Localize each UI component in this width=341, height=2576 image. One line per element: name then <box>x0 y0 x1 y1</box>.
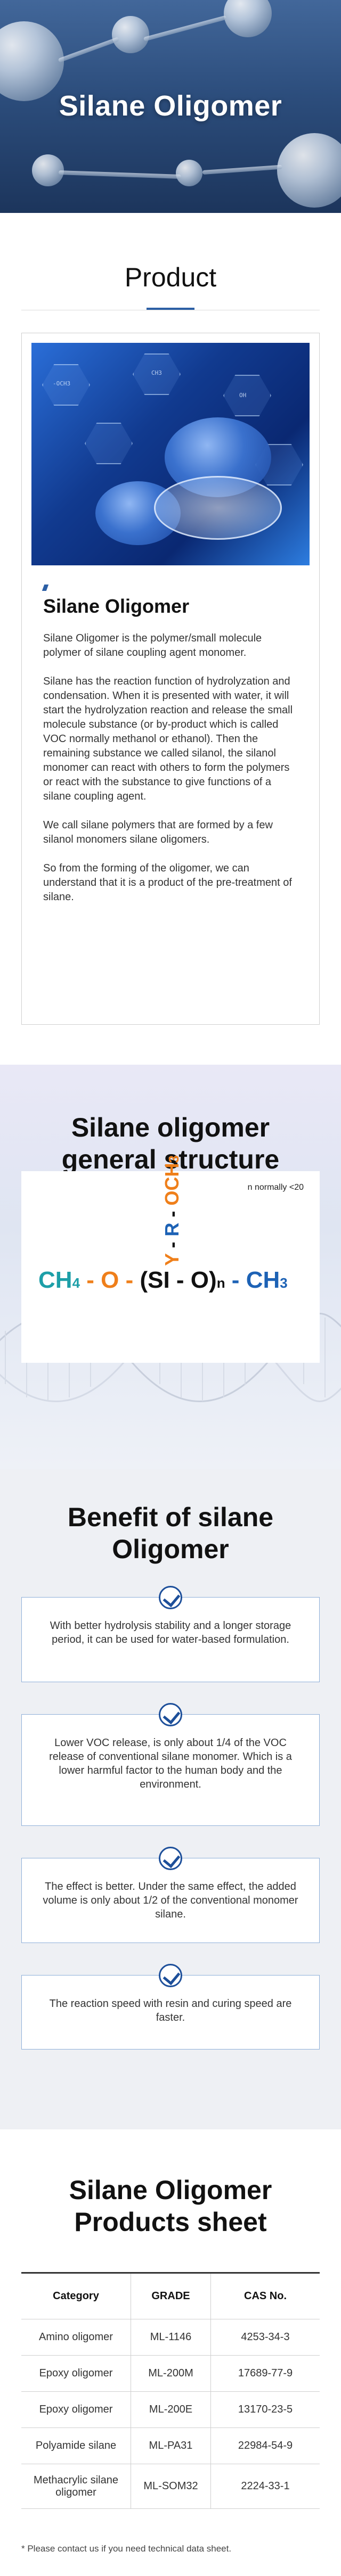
description-paragraph: So from the forming of the oligomer, we … <box>43 862 292 903</box>
cas-cell: 22984-54-9 <box>238 2440 293 2451</box>
category-cell: Epoxy oligomer <box>21 2356 131 2391</box>
formula-ch3: CH <box>246 1267 280 1293</box>
molecule-sphere-decoration <box>32 154 64 186</box>
molecule-sphere-decoration <box>224 0 272 37</box>
check-circle-icon <box>159 1847 182 1870</box>
lab-photo: -OCH3 CH3 OH <box>31 343 310 565</box>
formula-si-group: (SI - O) <box>140 1267 217 1293</box>
image-molecule-label: CH3 <box>151 369 162 376</box>
table-row: Polyamide silane ML-PA31 22984-54-9 <box>21 2428 320 2464</box>
table-row: Epoxy oligomer ML-200M 17689-77-9 <box>21 2356 320 2392</box>
product-description: Silane Oligomer is the polymer/small mol… <box>43 631 299 919</box>
check-circle-icon <box>159 1703 182 1726</box>
molecule-bond-decoration <box>58 170 181 179</box>
benefits-heading: Benefit of silane Oligomer <box>67 1502 274 1564</box>
benefit-text: With better hydrolysis stability and a l… <box>50 1620 291 1645</box>
table-row: Amino oligomer ML-1146 4253-34-3 <box>21 2319 320 2356</box>
structure-heading: Silane oligomer general structure <box>61 1113 280 1174</box>
column-header: GRADE <box>131 2274 211 2319</box>
formula-dash: - <box>80 1267 101 1293</box>
hexagon-decoration <box>223 375 271 416</box>
card-title: Silane Oligomer <box>43 595 190 617</box>
hexagon-decoration <box>133 353 181 395</box>
technical-data-footnote: * Please contact us if you need technica… <box>21 2544 232 2554</box>
benefit-card: The effect is better. Under the same eff… <box>21 1847 320 1943</box>
title-accent-mark <box>42 585 49 591</box>
heading-underline <box>147 308 194 310</box>
formula-dash: - <box>161 1205 183 1223</box>
formula-dash: - <box>119 1267 140 1293</box>
formula-dash: - <box>225 1267 246 1293</box>
hexagon-decoration <box>42 364 90 406</box>
benefits-section: Benefit of silane Oligomer With better h… <box>0 1469 341 2129</box>
category-cell: Amino oligomer <box>21 2319 131 2355</box>
category-cell: Polyamide silane <box>21 2428 131 2464</box>
structure-section: Silane oligomer general structure n norm… <box>0 1065 341 1469</box>
benefit-card: The reaction speed with resin and curing… <box>21 1964 320 2050</box>
grade-cell: ML-SOM32 <box>131 2464 211 2508</box>
benefit-card: Lower VOC release, is only about 1/4 of … <box>21 1703 320 1826</box>
formula-r: R <box>161 1222 183 1237</box>
hexagon-decoration <box>85 423 133 464</box>
side-chain-formula: Y - R - OCH3 <box>161 1155 183 1266</box>
formula-subscript: 3 <box>166 1155 182 1163</box>
grade-cell: ML-PA31 <box>131 2428 211 2464</box>
table-header-row: Category GRADE CAS No. <box>21 2274 320 2319</box>
benefit-card: With better hydrolysis stability and a l… <box>21 1586 320 1682</box>
benefit-text: Lower VOC release, is only about 1/4 of … <box>49 1737 292 1790</box>
grade-cell: ML-200M <box>131 2356 211 2391</box>
main-chain-formula: CH4 - O - (SI - O)n - CH3 <box>38 1267 288 1294</box>
products-sheet-section: Silane Oligomer Products sheet Category … <box>0 2129 341 2576</box>
products-table: Category GRADE CAS No. Amino oligomer ML… <box>21 2272 320 2509</box>
benefit-text: The effect is better. Under the same eff… <box>43 1881 298 1920</box>
grade-cell: ML-1146 <box>131 2319 211 2355</box>
grade-cell: ML-200E <box>131 2392 211 2427</box>
repeat-count-note: n normally <20 <box>247 1183 304 1192</box>
category-cell: Methacrylic silane oligomer <box>21 2464 131 2508</box>
molecule-sphere-decoration <box>176 160 202 186</box>
molecule-sphere-decoration <box>112 16 149 53</box>
cas-cell: 4253-34-3 <box>241 2331 290 2343</box>
column-header: Category <box>21 2274 131 2319</box>
formula-ch4: CH <box>38 1267 72 1293</box>
petri-dish-shape <box>154 476 282 540</box>
formula-subscript: 4 <box>72 1275 80 1291</box>
formula-o: O <box>101 1267 119 1293</box>
formula-och3: OCH <box>161 1163 183 1206</box>
molecule-bond-decoration <box>202 164 282 175</box>
product-card: -OCH3 CH3 OH Silane Oligomer Silane Olig… <box>21 333 320 1025</box>
category-cell: Epoxy oligomer <box>21 2392 131 2427</box>
table-row: Epoxy oligomer ML-200E 13170-23-5 <box>21 2392 320 2428</box>
hero-title: Silane Oligomer <box>59 90 282 122</box>
description-paragraph: Silane Oligomer is the polymer/small mol… <box>43 632 262 659</box>
formula-subscript: 3 <box>280 1275 288 1291</box>
formula-subscript: n <box>216 1275 225 1291</box>
formula-y: Y <box>161 1253 183 1266</box>
hero-banner: Silane Oligomer <box>0 0 341 213</box>
check-circle-icon <box>159 1964 182 1987</box>
description-paragraph: We call silane polymers that are formed … <box>43 819 273 845</box>
cas-cell: 2224-33-1 <box>241 2480 290 2492</box>
product-section: Product -OCH3 CH3 OH Silane Oligomer Sil… <box>0 213 341 1065</box>
description-paragraph: Silane has the reaction function of hydr… <box>43 676 293 802</box>
structure-formula-box: n normally <20 Y - R - OCH3 CH4 - O - (S… <box>21 1155 320 1363</box>
formula-dash: - <box>161 1236 183 1254</box>
table-row: Methacrylic silane oligomer ML-SOM32 222… <box>21 2464 320 2509</box>
cas-cell: 17689-77-9 <box>238 2367 293 2379</box>
column-header: CAS No. <box>244 2290 287 2302</box>
check-circle-icon <box>159 1586 182 1609</box>
image-molecule-label: OH <box>239 392 247 399</box>
molecule-bond-decoration <box>58 37 120 63</box>
products-sheet-heading: Silane Oligomer Products sheet <box>69 2175 272 2237</box>
cas-cell: 13170-23-5 <box>238 2404 293 2415</box>
image-molecule-label: -OCH3 <box>53 380 71 387</box>
benefit-text: The reaction speed with resin and curing… <box>49 1998 292 2023</box>
molecule-sphere-decoration <box>277 133 341 208</box>
molecule-sphere-decoration <box>0 21 64 101</box>
molecule-bond-decoration <box>143 15 227 42</box>
product-heading: Product <box>124 262 217 292</box>
